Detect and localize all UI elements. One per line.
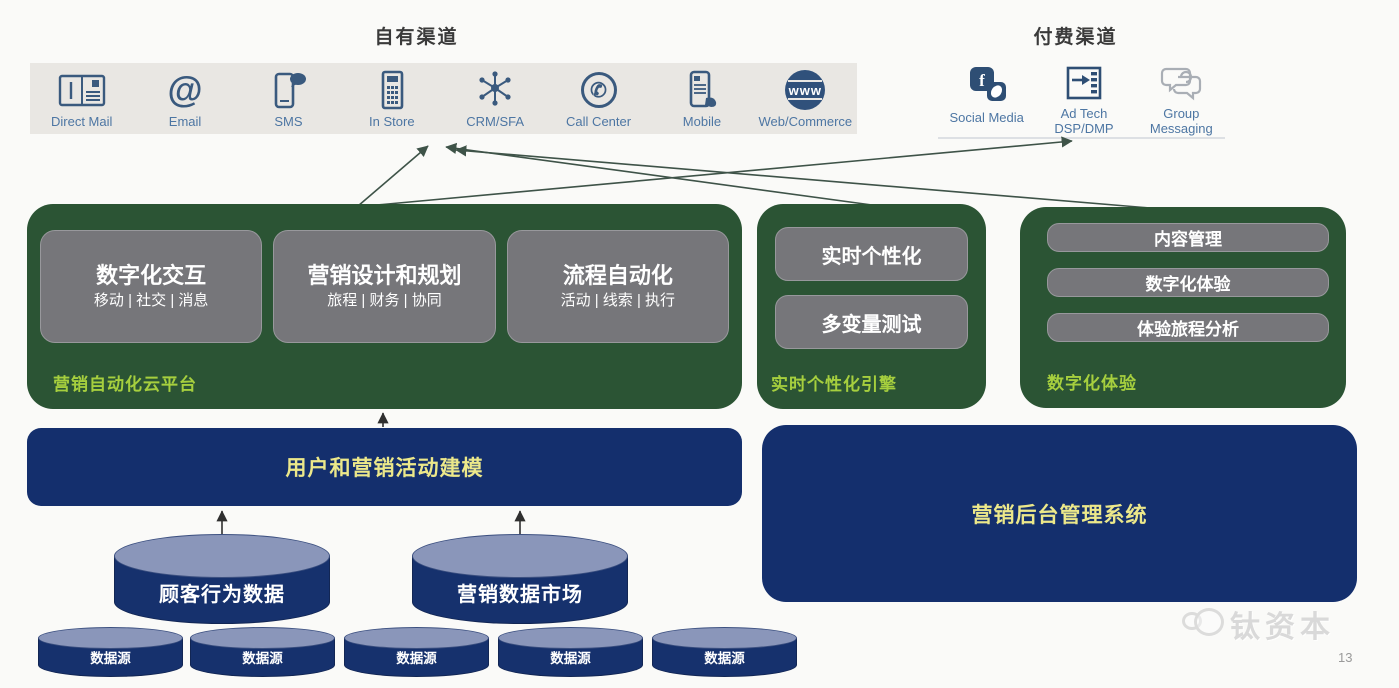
module-title: 数字化交互 [96,262,207,288]
marketing-automation-platform: 数字化交互 移动 | 社交 | 消息 营销设计和规划 旅程 | 财务 | 协同 … [27,204,742,409]
data-source-cylinder: 数据源 [38,627,183,677]
module-subtitle: 旅程 | 财务 | 协同 [327,291,442,309]
channel-label: Email [168,114,202,129]
paid-channel-label-line2: Messaging [1149,121,1213,136]
module-row: 数字化交互 移动 | 社交 | 消息 营销设计和规划 旅程 | 财务 | 协同 … [40,230,729,343]
web-commerce-icon: www [785,70,826,110]
user-campaign-modeling-box: 用户和营销活动建模 [27,428,742,506]
paid-channels-title: 付费渠道 [1033,27,1118,48]
module-multivariate-testing: 多变量测试 [775,295,968,349]
cylinder-top [190,627,335,649]
group-messaging-icon [1161,67,1202,101]
channel-call-center: ✆ Call Center [547,63,650,134]
arrow-experience-to-crmsfa [455,145,1151,209]
channel-mobile: Mobile [650,63,753,134]
data-source-cylinder: 数据源 [498,627,643,677]
watermark: 钛资本 [1182,598,1392,650]
email-icon: @ [167,69,203,110]
channel-direct-mail: Direct Mail [30,63,133,134]
channel-in-store: In Store [340,63,443,134]
social-media-icon: f [969,67,1006,101]
cylinder-top [114,534,330,578]
svg-text:f: f [979,71,985,90]
data-source-label: 数据源 [550,651,591,666]
channel-label: Direct Mail [50,114,113,129]
paid-channel-label: Group [1163,106,1200,121]
module-digital-interaction: 数字化交互 移动 | 社交 | 消息 [40,230,263,343]
digital-experience-platform: 内容管理 数字化体验 体验旅程分析 数字化体验 [1020,207,1346,408]
module-title: 营销设计和规划 [307,262,462,288]
data-source-label: 数据源 [704,651,745,666]
sms-icon [275,72,307,109]
arrow-automation-to-adtech [365,136,1073,207]
cylinder-top [652,627,797,649]
cylinder-top [344,627,489,649]
paid-channel-label: Ad Tech [1060,106,1108,121]
cylinder-top [38,627,183,649]
channel-label: Mobile [682,114,722,129]
platform-label: 数字化体验 [1047,374,1137,393]
mobile-icon [689,70,717,108]
module-subtitle: 移动 | 社交 | 消息 [93,291,209,309]
data-store-label: 顾客行为数据 [159,584,285,606]
channel-email: @ Email [133,63,236,134]
channel-group-messaging: Group Messaging [1133,60,1230,136]
marketing-data-mart-store: 营销数据市场 [412,534,628,624]
personalization-engine: 实时个性化 多变量测试 实时个性化引擎 [757,204,986,409]
channel-label: Web/Commerce [758,114,853,129]
data-source-cylinder: 数据源 [652,627,797,677]
data-source-label: 数据源 [242,651,283,666]
module-title: 流程自动化 [562,262,673,288]
channel-label: SMS [274,114,303,129]
data-source-label: 数据源 [90,651,131,666]
ad-tech-icon [1066,66,1102,100]
data-source-cylinder: 数据源 [190,627,335,677]
channel-crm-sfa: CRM/SFA [444,63,547,134]
module-content-management: 内容管理 [1047,223,1329,252]
data-source-label: 数据源 [396,651,437,666]
cylinder-top [412,534,628,578]
module-process-automation: 流程自动化 活动 | 线索 | 执行 [506,230,729,343]
marketing-backend-box: 营销后台管理系统 [762,425,1357,602]
arrow-personalization-to-crmsfa [445,142,873,206]
data-source-cylinder: 数据源 [344,627,489,677]
own-channels-title: 自有渠道 [374,27,459,48]
paid-channels-row: f Social Media Ad Tech DSP/DMP [938,60,1230,136]
channel-label: Call Center [566,114,632,129]
paid-channels-underline [938,137,1225,139]
cylinder-top [498,627,643,649]
channel-label: CRM/SFA [466,114,525,129]
data-store-label: 营销数据市场 [457,584,583,606]
channel-label: In Store [369,114,415,129]
module-journey-analytics: 体验旅程分析 [1047,313,1329,342]
module-realtime-personalization: 实时个性化 [775,227,968,281]
own-channels-strip: Direct Mail @ Email SMS [30,63,857,134]
module-digital-experience: 数字化体验 [1047,268,1329,297]
call-center-icon: ✆ [580,72,617,108]
channel-social-media: f Social Media [938,60,1035,136]
channel-web-commerce: www Web/Commerce [754,63,857,134]
page-number: 13 [1338,650,1353,665]
watermark-text: 钛资本 [1230,611,1335,644]
crm-sfa-icon [479,71,511,106]
paid-channel-label-line2: DSP/DMP [1054,121,1114,136]
chat-bubbles-icon [1182,602,1230,646]
in-store-icon [381,70,404,110]
module-subtitle: 活动 | 线索 | 执行 [560,291,676,309]
platform-label: 实时个性化引擎 [771,375,897,394]
channel-ad-tech: Ad Tech DSP/DMP [1035,60,1132,136]
channel-sms: SMS [237,63,340,134]
module-marketing-design: 营销设计和规划 旅程 | 财务 | 协同 [273,230,496,343]
paid-channel-label: Social Media [949,110,1024,125]
arrow-automation-to-crmsfa [357,145,429,207]
direct-mail-icon [58,74,105,107]
customer-behavior-data-store: 顾客行为数据 [114,534,330,624]
platform-label: 营销自动化云平台 [53,375,197,394]
